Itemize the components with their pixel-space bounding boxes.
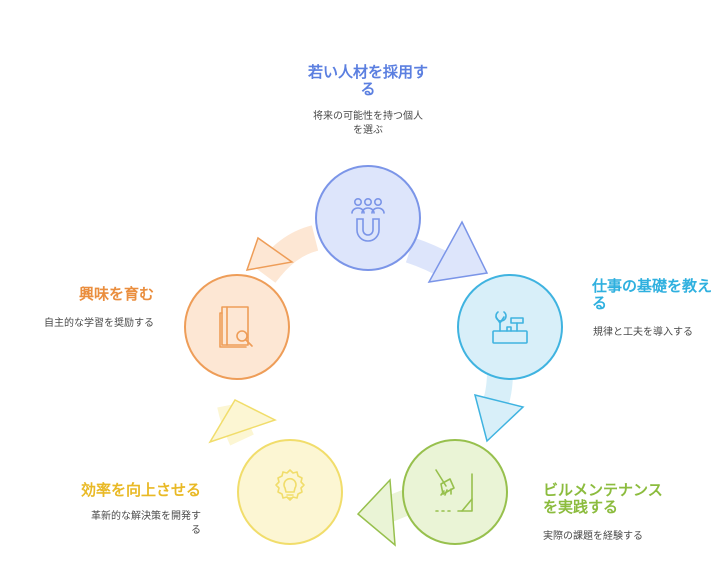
step-title-practice: ビルメンテナンス を実践する	[543, 481, 663, 516]
step-desc-efficiency: 革新的な解決策を開発す る	[91, 511, 201, 536]
arrow-yellow-to-orange	[208, 399, 277, 446]
step-desc-interest: 自主的な学習を奨励する	[44, 318, 154, 329]
step-title-interest: 興味を育む	[78, 285, 154, 303]
arrow-blue-to-cyan	[405, 220, 489, 283]
step-circle-interest	[184, 274, 290, 380]
broom-icon	[435, 469, 473, 512]
step-title-teach: 仕事の基礎を教え る	[592, 277, 713, 312]
arrow-orange-to-blue	[245, 225, 319, 283]
step-title-efficiency: 効率を向上させる	[80, 481, 201, 499]
book-magnifier-icon	[219, 306, 253, 348]
step-desc-recruit: 将来の可能性を持つ個人 を選ぶ	[313, 111, 423, 136]
step-desc-practice: 実際の課題を経験する	[543, 531, 643, 542]
step-circle-recruit	[315, 165, 421, 271]
people-magnet-icon	[351, 198, 385, 242]
arrow-cyan-to-green	[473, 371, 525, 443]
toolbox-icon	[492, 311, 528, 344]
step-circle-practice	[402, 439, 508, 545]
step-title-recruit: 若い人材を採用す る	[307, 63, 428, 98]
lightbulb-gear-icon	[275, 469, 305, 501]
step-desc-teach: 規律と工夫を導入する	[593, 327, 693, 338]
